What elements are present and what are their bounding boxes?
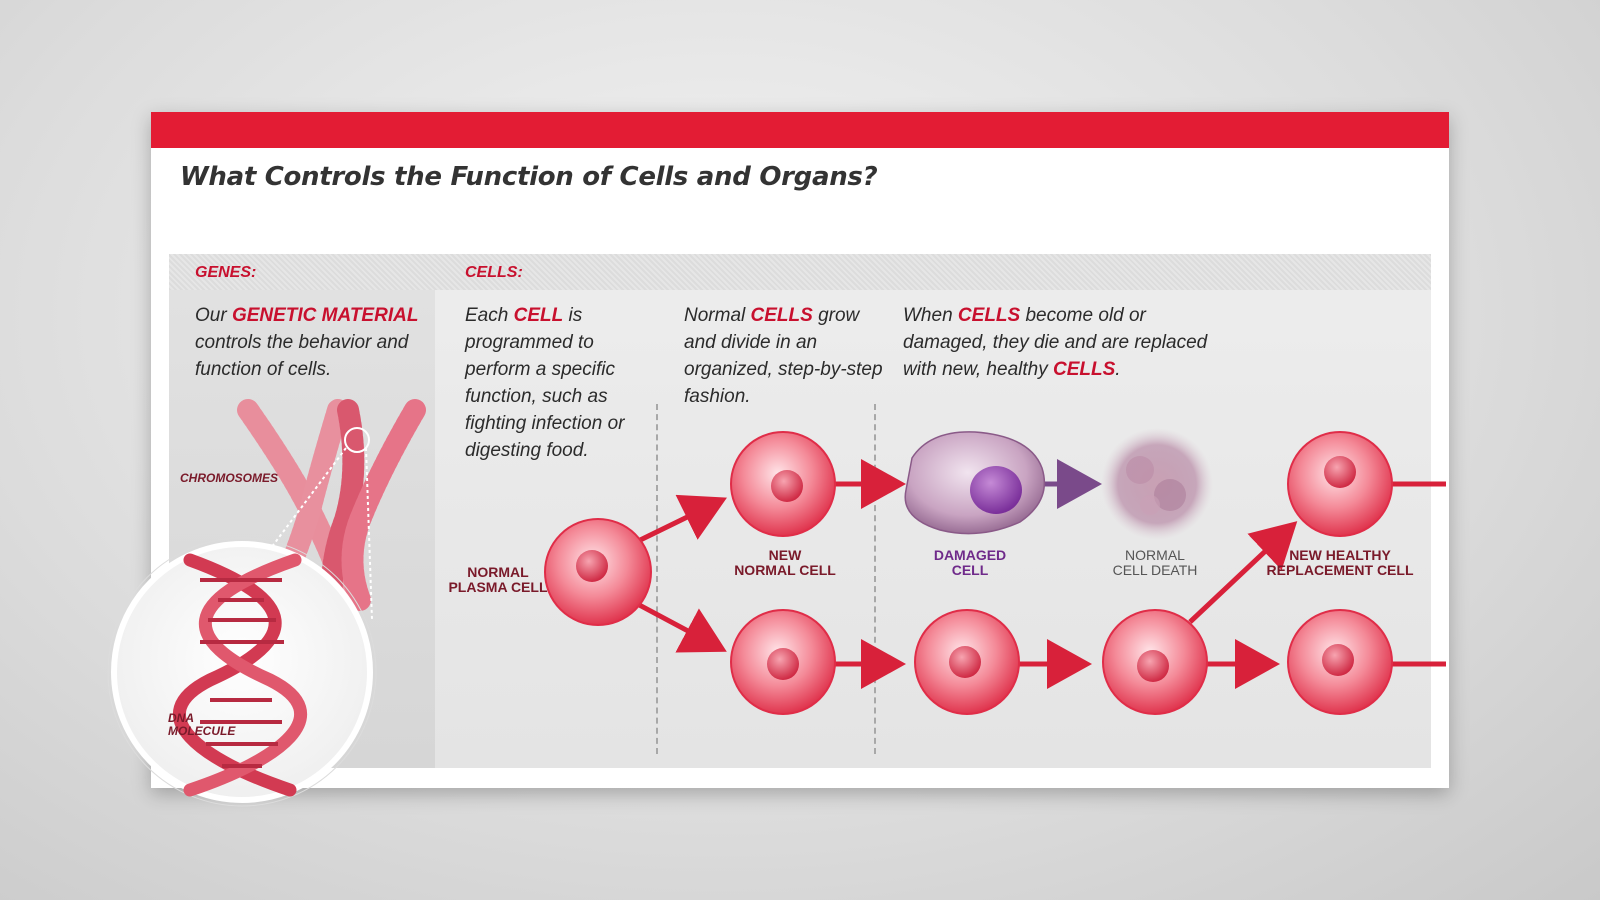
diagram-panel: GENES: CELLS: Our GENETIC MATERIAL contr… xyxy=(169,254,1431,768)
cells3-pre: When xyxy=(903,305,958,326)
caption-ncd-line1: NORMAL xyxy=(1125,547,1185,563)
caption-npc-line2: PLASMA CELL xyxy=(448,579,548,595)
cells1-emphasis: CELL xyxy=(513,305,564,326)
cells1-post: is programmed to perform a specific func… xyxy=(465,305,625,461)
cells-section-label: CELLS: xyxy=(465,264,523,281)
genes-text-emphasis: GENETIC MATERIAL xyxy=(231,305,419,326)
cells3-emphasis-2: CELLS xyxy=(1052,359,1116,380)
caption-dc-line2: CELL xyxy=(951,562,989,578)
caption-nhrc-line1: NEW HEALTHY xyxy=(1289,547,1391,563)
page-title: What Controls the Function of Cells and … xyxy=(180,162,878,192)
dna-label-line2: MOLECULE xyxy=(168,724,236,738)
caption-ncd-line2: CELL DEATH xyxy=(1112,562,1198,578)
cells-description-2: Normal CELLS grow and divide in an organ… xyxy=(684,302,884,410)
genes-section-label: GENES: xyxy=(195,264,257,281)
top-accent-bar xyxy=(151,112,1449,148)
genes-text-post: controls the behavior and function of ce… xyxy=(195,332,409,380)
infographic-card: What Controls the Function of Cells and … xyxy=(151,112,1449,788)
cells2-post: grow and divide in an organized, step-by… xyxy=(684,305,883,407)
cells2-pre: Normal xyxy=(684,305,751,326)
column-divider-2 xyxy=(874,404,876,754)
cells3-emphasis: CELLS xyxy=(957,305,1021,326)
caption-npc-line1: NORMAL xyxy=(467,564,529,580)
caption-dc-line1: DAMAGED xyxy=(933,547,1007,563)
caption-nhrc-line2: REPLACEMENT CELL xyxy=(1266,562,1414,578)
cells1-pre: Each xyxy=(465,305,514,326)
column-divider-1 xyxy=(656,404,658,754)
cells2-emphasis: CELLS xyxy=(750,305,813,326)
genes-description: Our GENETIC MATERIAL controls the behavi… xyxy=(195,302,425,383)
cells-description-3: When CELLS become old or damaged, they d… xyxy=(903,302,1233,383)
dna-label-line1: DNA xyxy=(168,711,194,725)
genes-header-strip xyxy=(169,254,435,290)
caption-nnc-line2: NORMAL CELL xyxy=(734,562,836,578)
cells3-post: . xyxy=(1115,359,1121,380)
caption-nnc-line1: NEW xyxy=(768,547,802,563)
cells-description-1: Each CELL is programmed to perform a spe… xyxy=(465,302,655,464)
cells-header-strip xyxy=(435,254,1431,290)
genes-text-pre: Our xyxy=(195,305,232,326)
chromosomes-caption: CHROMOSOMES xyxy=(180,471,279,485)
cells3-mid: become old or damaged, they die and are … xyxy=(903,305,1208,380)
